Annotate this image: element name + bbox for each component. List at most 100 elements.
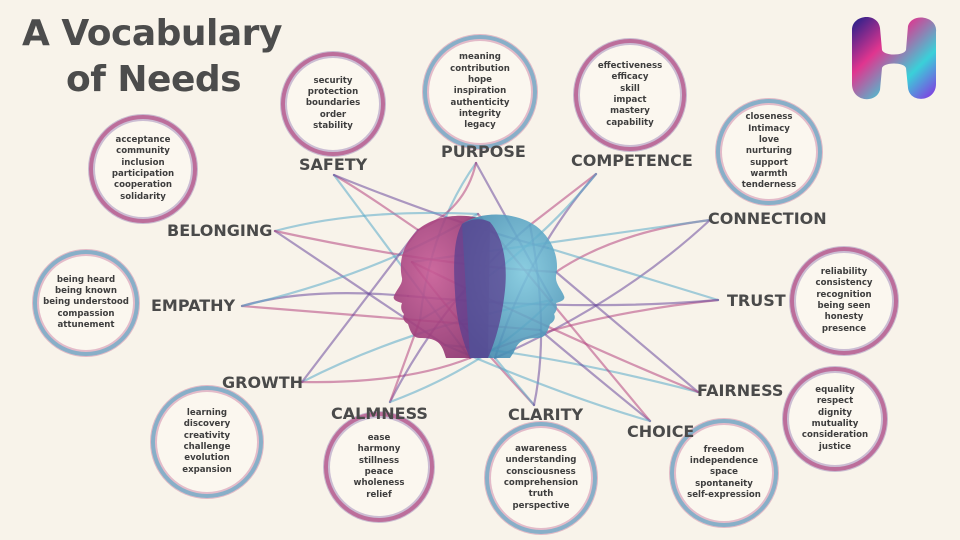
need-item: Intimacy <box>748 123 790 134</box>
need-item: dignity <box>817 407 853 418</box>
need-item: challenge <box>183 442 231 452</box>
title-line-2: of Needs <box>66 59 242 100</box>
need-item: stability <box>313 120 353 131</box>
need-item: recognition <box>816 289 872 300</box>
need-label-empathy: EMPATHY <box>151 296 236 315</box>
need-item: inspiration <box>453 86 507 97</box>
need-label-purpose: PURPOSE <box>441 142 526 161</box>
need-item: impact <box>613 95 647 105</box>
overlap-region <box>454 219 506 358</box>
need-item: peace <box>364 467 394 477</box>
need-label-fairness: FAIRNESS <box>697 381 784 400</box>
need-item: being understood <box>43 297 129 308</box>
need-item: attunement <box>57 319 115 330</box>
need-item: being heard <box>56 274 116 285</box>
need-item: hope <box>467 75 492 86</box>
need-item: perspective <box>512 500 570 511</box>
need-item: participation <box>111 169 175 179</box>
need-item: compassion <box>57 308 115 319</box>
need-item: presence <box>821 323 867 334</box>
need-item: discovery <box>183 419 231 430</box>
need-item: mastery <box>610 106 650 117</box>
need-item: evolution <box>184 453 230 464</box>
need-item: effectiveness <box>597 61 663 72</box>
need-item: truth <box>528 489 554 500</box>
connector-line-belonging <box>273 211 480 233</box>
need-item: cooperation <box>114 180 172 191</box>
need-item: awareness <box>515 444 567 455</box>
need-item: efficacy <box>611 72 649 83</box>
need-item: contribution <box>450 63 510 74</box>
need-item: community <box>116 146 170 157</box>
need-label-trust: TRUST <box>727 291 786 310</box>
need-item: freedom <box>703 444 745 455</box>
need-label-choice: CHOICE <box>627 422 695 441</box>
need-label-calmness: CALMNESS <box>331 404 428 423</box>
need-item: meaning <box>459 52 501 63</box>
need-item: capability <box>606 117 654 128</box>
need-item: order <box>319 109 347 120</box>
need-item: space <box>710 467 738 478</box>
need-item: comprehension <box>503 478 579 488</box>
need-item: spontaneity <box>695 478 753 489</box>
need-item: relief <box>366 489 392 500</box>
need-item: skill <box>620 83 640 94</box>
connector-line-competence <box>528 172 598 227</box>
need-item: mutuality <box>811 419 859 429</box>
need-label-competence: COMPETENCE <box>571 151 693 170</box>
need-item: consciousness <box>506 466 576 477</box>
need-label-safety: SAFETY <box>299 155 368 174</box>
need-label-belonging: BELONGING <box>167 221 273 240</box>
connector-line-choice <box>538 328 652 423</box>
connector-line-trust <box>546 246 720 302</box>
need-item: warmth <box>750 168 788 179</box>
need-item: harmony <box>357 444 401 455</box>
need-label-connection: CONNECTION <box>708 209 827 228</box>
need-item: integrity <box>458 108 502 119</box>
need-item: being known <box>55 286 117 297</box>
need-item: wholeness <box>353 478 405 489</box>
need-item: learning <box>186 408 228 419</box>
need-item: equality <box>815 385 855 396</box>
need-item: justice <box>818 441 852 452</box>
need-item: authenticity <box>450 97 510 108</box>
need-item: consideration <box>801 430 869 441</box>
need-item: creativity <box>183 430 231 441</box>
need-item: respect <box>816 396 854 407</box>
connector-line-growth <box>300 356 472 384</box>
need-item: ease <box>367 433 391 444</box>
need-item: reliability <box>820 267 868 278</box>
need-item: legacy <box>464 120 496 131</box>
need-item: understanding <box>505 455 577 466</box>
need-item: security <box>313 75 353 86</box>
need-item: being seen <box>817 301 871 311</box>
need-item: nurturing <box>745 146 793 157</box>
need-item: boundaries <box>305 98 361 109</box>
connector-line-clarity <box>493 356 536 407</box>
need-item: stillness <box>358 455 400 466</box>
connector-line-fairness <box>554 270 700 394</box>
need-item: acceptance <box>115 135 171 146</box>
